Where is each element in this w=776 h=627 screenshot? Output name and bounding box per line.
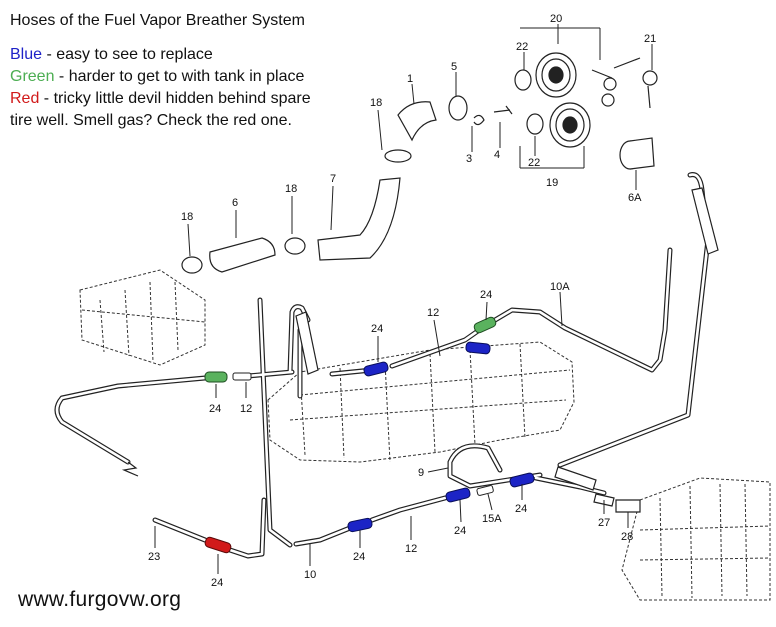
keys-icon — [591, 57, 641, 107]
fuel-tank — [267, 341, 575, 463]
label-15a: 15A — [482, 513, 502, 525]
cap-6a — [619, 137, 655, 170]
label-24-right: 24 — [515, 503, 527, 515]
label-27: 27 — [598, 517, 610, 529]
label-23: 23 — [148, 551, 160, 563]
blue-hose-24-lower — [347, 517, 373, 533]
blue-hose-24-center — [363, 361, 389, 377]
legend-blue: Blue - easy to see to replace — [10, 44, 370, 66]
legend-red-text: - tricky little devil hidden behind spar… — [39, 90, 311, 107]
gasket-22-lower — [526, 113, 544, 135]
label-6a: 6A — [628, 192, 642, 204]
legend-blue-text: - easy to see to replace — [42, 46, 213, 63]
label-5: 5 — [451, 61, 457, 73]
gasket-22-upper — [514, 69, 532, 91]
hose-6 — [209, 237, 276, 273]
screw-4 — [493, 105, 513, 115]
label-24-center: 24 — [371, 323, 383, 335]
label-12-left: 12 — [240, 403, 252, 415]
label-19: 19 — [546, 177, 558, 189]
label-24-lower: 24 — [353, 551, 365, 563]
label-24-mid: 24 — [454, 525, 466, 537]
pipe-break-mark — [121, 461, 139, 477]
rear-frame — [79, 269, 206, 366]
label-22-upper: 22 — [516, 41, 528, 53]
legend-green-word: Green — [10, 68, 55, 85]
legend-green: Green - harder to get to with tank in pl… — [10, 66, 370, 88]
filler-cap-lower — [549, 102, 591, 148]
filler-cap-upper — [535, 52, 577, 98]
clamp-18-left — [181, 256, 203, 274]
label-10a: 10A — [550, 281, 570, 293]
tube-15a — [476, 485, 494, 496]
label-4: 4 — [494, 149, 500, 161]
label-24-red: 24 — [211, 577, 223, 589]
part-labels: 20 22 21 1 5 18 3 4 22 19 6A 6 18 7 18 2… — [148, 13, 656, 589]
blue-hose-24-mid — [445, 487, 471, 503]
clamp-18-mid — [284, 237, 306, 255]
label-18-mid: 18 — [285, 183, 297, 195]
label-3: 3 — [466, 153, 472, 165]
pipe-routes-inner — [55, 173, 710, 558]
label-18-left: 18 — [181, 211, 193, 223]
blue-hose-24-right — [509, 472, 535, 488]
label-21: 21 — [644, 33, 656, 45]
legend-red-word: Red — [10, 90, 40, 107]
label-1: 1 — [407, 73, 413, 85]
legend-green-text: - harder to get to with tank in place — [54, 68, 305, 85]
label-22-lower: 22 — [528, 157, 540, 169]
hoses — [204, 316, 535, 554]
diagram-title: Hoses of the Fuel Vapor Breather System — [10, 12, 305, 29]
label-28: 28 — [621, 531, 633, 543]
flange-5 — [448, 95, 468, 121]
green-hose-24-top — [473, 316, 497, 334]
elbow-hose-7 — [317, 177, 401, 261]
blue-hose-24-tank — [465, 341, 491, 355]
red-hose-24 — [204, 536, 232, 554]
label-20: 20 — [550, 13, 562, 25]
label-10: 10 — [304, 569, 316, 581]
label-18-top: 18 — [370, 97, 382, 109]
label-7: 7 — [330, 173, 336, 185]
label-6: 6 — [232, 197, 238, 209]
key-21-icon — [642, 70, 658, 109]
label-9: 9 — [418, 467, 424, 479]
filler-neck-1 — [397, 101, 437, 142]
green-hose-24-left — [204, 371, 228, 383]
engine-assembly — [621, 477, 771, 601]
legend-blue-word: Blue — [10, 46, 43, 63]
tube-12-left — [232, 372, 252, 381]
expansion-tube — [295, 187, 719, 491]
site-watermark: www.furgovw.org — [18, 588, 182, 611]
leader-lines — [154, 24, 653, 574]
label-24-top: 24 — [480, 289, 492, 301]
clamp-18-top — [384, 149, 412, 163]
legend: Hoses of the Fuel Vapor Breather System … — [10, 10, 370, 132]
clip-3 — [473, 114, 485, 126]
label-12-center: 12 — [427, 307, 439, 319]
upper-parts — [181, 52, 658, 513]
fitting-28 — [615, 499, 641, 513]
label-24-left: 24 — [209, 403, 221, 415]
label-12-lower: 12 — [405, 543, 417, 555]
legend-red: Red - tricky little devil hidden behind … — [10, 88, 370, 110]
legend-red-continued: tire well. Smell gas? Check the red one. — [10, 112, 292, 129]
